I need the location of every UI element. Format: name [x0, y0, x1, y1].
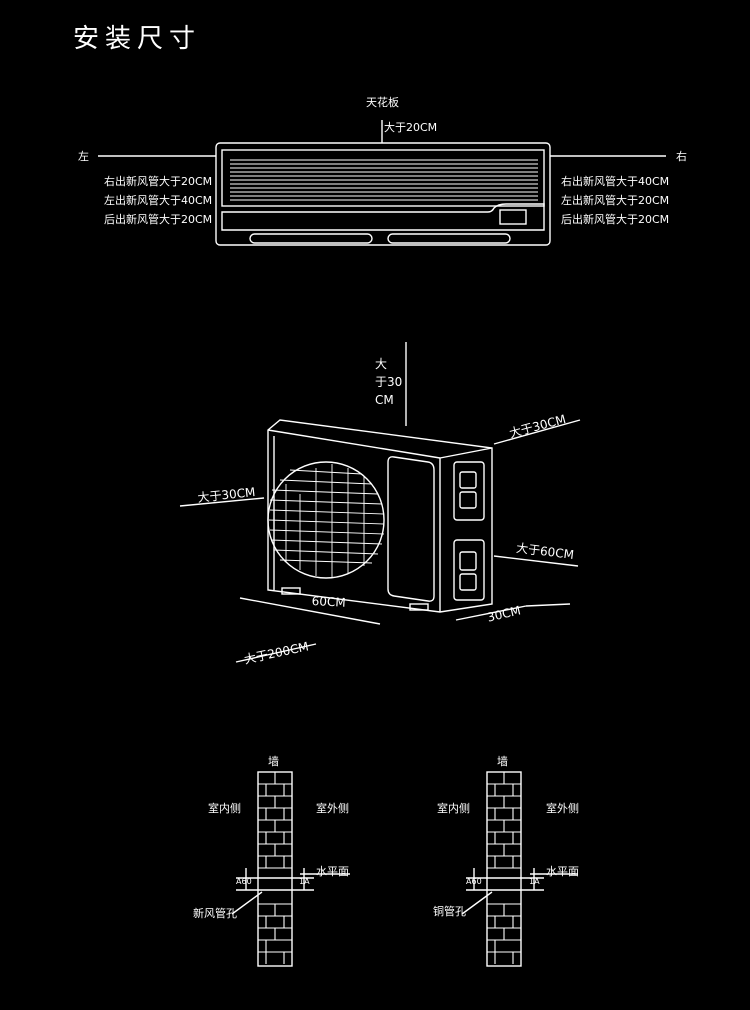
- page-title: 安装尺寸: [73, 24, 202, 54]
- indoor-side-label: 室内侧: [437, 802, 470, 815]
- wall-label: 墙: [268, 755, 279, 768]
- angle-right-label: 1A: [529, 877, 540, 886]
- right-note: 右出新风管大于40CM: [561, 175, 670, 188]
- angle-right-label: 1A: [299, 877, 310, 886]
- angle-left-label: A60: [236, 877, 252, 886]
- hole-label: 铜管孔: [433, 905, 466, 918]
- top-clearance-label: CM: [375, 393, 394, 407]
- wall-copper-drawing: [461, 771, 578, 967]
- angle-left-label: A60: [466, 877, 482, 886]
- outdoor-side-label: 室外侧: [546, 802, 579, 815]
- hole-label: 新风管孔: [193, 907, 237, 920]
- left-note: 后出新风管大于20CM: [104, 213, 213, 226]
- right-note: 左出新风管大于20CM: [561, 194, 670, 207]
- indoor-unit-drawing: [98, 120, 666, 246]
- wall-label: 墙: [497, 755, 508, 768]
- top-clearance-label: 于30: [375, 375, 403, 389]
- outdoor-side-label: 室外侧: [316, 802, 349, 815]
- top-clearance-label: 大: [375, 357, 388, 371]
- left-label: 左: [78, 150, 89, 163]
- level-label: 水平面: [316, 865, 349, 878]
- left-note: 右出新风管大于20CM: [104, 175, 213, 188]
- indoor-side-label: 室内侧: [208, 802, 241, 815]
- right-label: 右: [676, 150, 687, 163]
- ceiling-clearance-label: 大于20CM: [384, 121, 438, 134]
- wall-fresh-air-drawing: [231, 771, 350, 967]
- right-note: 后出新风管大于20CM: [561, 213, 670, 226]
- ceiling-label: 天花板: [366, 96, 399, 109]
- left-note: 左出新风管大于40CM: [104, 194, 213, 207]
- outdoor-unit-drawing: [179, 342, 581, 663]
- level-label: 水平面: [546, 865, 579, 878]
- width-label: 60CM: [311, 594, 347, 610]
